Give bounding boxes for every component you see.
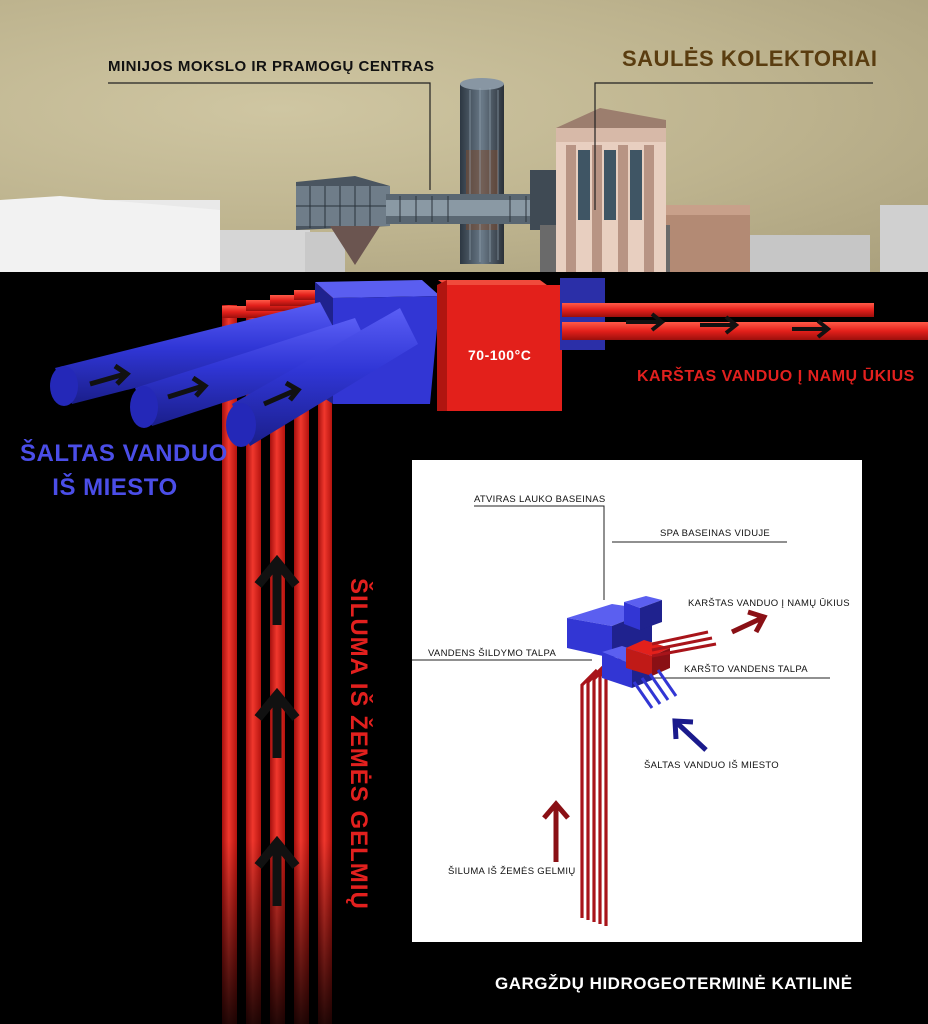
hot-flow-arrows bbox=[626, 312, 832, 339]
earth-heat-vertical-label: ŠILUMA IŠ ŽEMĖS GELMIŲ bbox=[345, 578, 372, 910]
cold-water-line1: ŠALTAS VANDUO bbox=[20, 440, 228, 467]
hot-water-label: KARŠTAS VANDUO Į NAMŲ ŪKIUS bbox=[637, 368, 915, 385]
outdoor-pool-label: ATVIRAS LAUKO BASEINAS bbox=[474, 494, 606, 505]
inset-diagram: ATVIRAS LAUKO BASEINAS SPA BASEINAS VIDU… bbox=[412, 460, 862, 942]
footer-title: GARGŽDŲ HIDROGEOTERMINĖ KATILINĖ bbox=[495, 974, 853, 993]
cold-water-label: ŠALTAS VANDUO IŠ MIESTO bbox=[20, 437, 228, 505]
inset-cold-water-label: ŠALTAS VANDUO IŠ MIESTO bbox=[644, 760, 780, 771]
cold-flow-arrows bbox=[89, 363, 302, 407]
hot-water-tank bbox=[437, 280, 562, 411]
spa-pool-label: SPA BASEINAS VIDUJE bbox=[660, 528, 771, 539]
cold-water-line2: IŠ MIESTO bbox=[52, 474, 178, 501]
glass-tower bbox=[460, 78, 504, 264]
inset-hot-water-label: KARŠTAS VANDUO Į NAMŲ ŪKIUS bbox=[688, 598, 850, 609]
city-buildings bbox=[0, 196, 928, 272]
inset-illustration bbox=[412, 505, 830, 926]
solar-collectors-label: SAULĖS KOLEKTORIAI bbox=[622, 46, 878, 71]
temperature-label: 70-100°C bbox=[468, 347, 532, 363]
upward-flow-arrows bbox=[254, 554, 300, 906]
inset-earth-heat-label: ŠILUMA IŠ ŽEMĖS GELMIŲ bbox=[448, 866, 576, 877]
top-leader-lines bbox=[108, 82, 873, 210]
science-center-label: MINIJOS MOKSLO IR PRAMOGŲ CENTRAS bbox=[108, 58, 435, 75]
heating-tank-label: VANDENS ŠILDYMO TALPA bbox=[428, 648, 557, 659]
hot-water-tank-label: KARŠTO VANDENS TALPA bbox=[684, 664, 808, 675]
solar-collector-building bbox=[556, 108, 666, 278]
